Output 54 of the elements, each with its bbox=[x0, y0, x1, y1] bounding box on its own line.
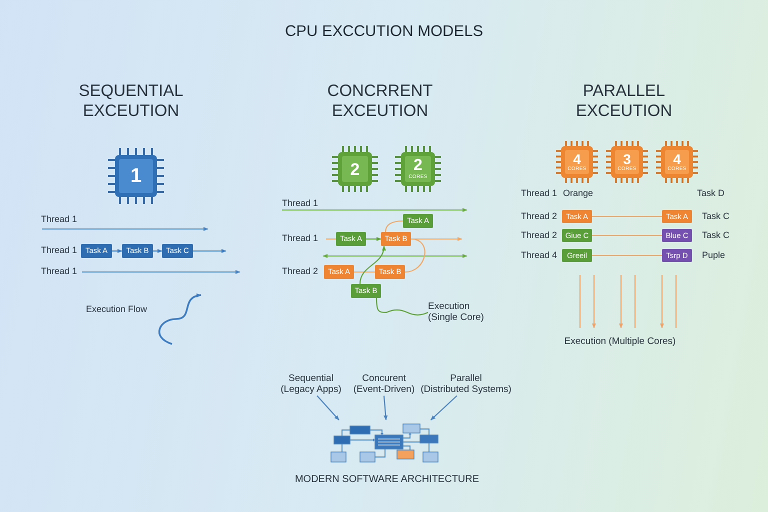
section-caption: MODERN SOFTWARE ARCHITECTURE bbox=[294, 474, 480, 486]
annotation-text: Orange bbox=[563, 188, 594, 199]
task-label: Task C bbox=[702, 211, 730, 222]
cpu-chip bbox=[656, 141, 698, 183]
thread-label: Thread 1 bbox=[41, 266, 78, 277]
section-heading: CONCRRENT EXCEUTION bbox=[327, 82, 433, 122]
thread-label: Thread 1 bbox=[282, 198, 318, 209]
cpu-chip bbox=[556, 141, 598, 183]
arrow bbox=[383, 396, 388, 420]
category-label: Concurent (Event-Driven) bbox=[353, 373, 415, 396]
connector-line bbox=[592, 216, 662, 218]
arrow bbox=[359, 246, 386, 284]
thread-label: Thread 1 bbox=[41, 245, 78, 256]
annotation-text: Puple bbox=[702, 250, 726, 261]
thread-label: Thread 4 bbox=[521, 250, 558, 261]
flow-label: Execution Flow bbox=[86, 304, 148, 315]
connector-line bbox=[592, 234, 662, 236]
task-label: Task C bbox=[702, 230, 730, 241]
core-number: 2 bbox=[414, 158, 422, 174]
arrow bbox=[366, 236, 382, 242]
thread-label: Thread 2 bbox=[282, 266, 318, 277]
thread-label: Thread 1 bbox=[282, 233, 318, 244]
section-heading: PARALLEL EXCEUTION bbox=[576, 82, 672, 122]
connector-line bbox=[326, 238, 336, 240]
arrow bbox=[430, 395, 458, 420]
cpu-chip bbox=[108, 148, 164, 204]
connector-line bbox=[354, 271, 375, 273]
connector-line bbox=[404, 238, 426, 273]
arrow bbox=[316, 395, 340, 420]
execution-label: Execution (Single Core) bbox=[428, 301, 484, 324]
arrow bbox=[112, 248, 122, 254]
core-number: 3 bbox=[623, 152, 631, 166]
core-number: 1 bbox=[130, 166, 142, 186]
core-number: 2 bbox=[350, 160, 360, 178]
flow-label: Execution (Multiple Cores) bbox=[564, 336, 676, 348]
title: CPU EXCCUTION MODELS bbox=[284, 23, 484, 42]
connector-line bbox=[384, 220, 404, 232]
category-label: Parallel (Distributed Systems) bbox=[420, 373, 512, 396]
cpu-chip bbox=[395, 146, 441, 192]
thread-label: Thread 1 bbox=[41, 214, 78, 225]
section-heading: SEQUENTIAL EXCEUTION bbox=[78, 82, 184, 122]
connector-line bbox=[376, 298, 428, 316]
cpu-chip bbox=[332, 146, 378, 192]
task-label: Task D bbox=[697, 188, 725, 199]
arrow bbox=[193, 248, 226, 254]
core-number: 4 bbox=[573, 152, 581, 166]
core-number: 4 bbox=[673, 152, 681, 166]
connector-line bbox=[592, 254, 662, 256]
thread-label: Thread 2 bbox=[521, 211, 558, 222]
thread-label: Thread 1 bbox=[521, 188, 558, 199]
category-label: Sequential (Legacy Apps) bbox=[280, 373, 342, 396]
cpu-chip bbox=[606, 141, 648, 183]
thread-label: Thread 2 bbox=[521, 230, 558, 241]
arrow bbox=[153, 248, 162, 254]
